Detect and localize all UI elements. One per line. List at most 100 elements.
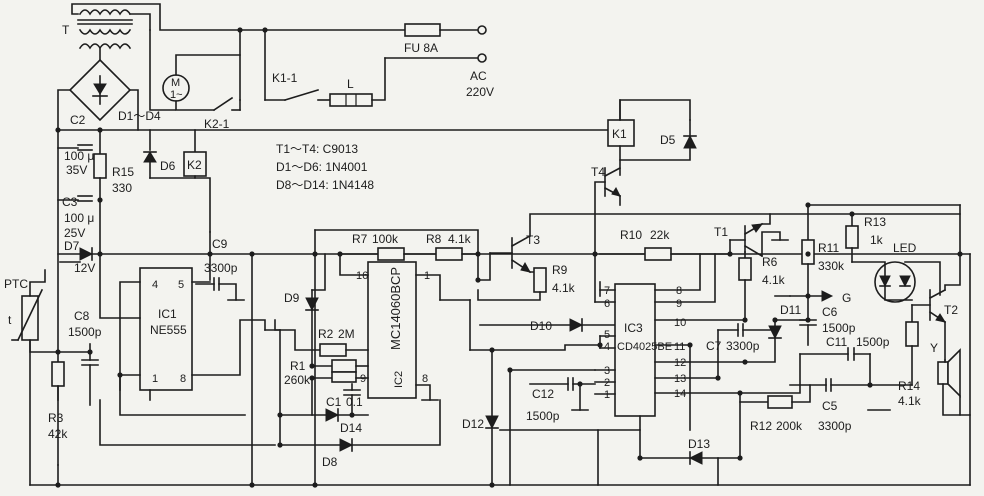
resistor-r3 <box>51 361 65 387</box>
label-ic3-pin4: 4 <box>604 341 610 353</box>
label-c6-value: 1500p <box>822 321 856 335</box>
label-m-sub: 1~ <box>170 89 183 101</box>
label-ic3-pin9: 9 <box>676 298 682 310</box>
label-r2-value: 2M <box>338 327 355 341</box>
label-c5: C5 <box>822 399 838 413</box>
bridge-rectifier <box>68 47 132 122</box>
label-c7: C7 <box>706 339 722 353</box>
label-ic2-pin1: 1 <box>424 270 430 282</box>
resistor-r10 <box>644 247 672 261</box>
label-d6: D6 <box>160 159 176 173</box>
label-ptc: PTC <box>4 277 28 291</box>
label-ne555: NE555 <box>150 323 187 337</box>
label-pin4: 4 <box>152 279 158 291</box>
label-m: M <box>171 77 180 89</box>
label-r6-value: 4.1k <box>762 273 786 287</box>
resistor-r1b <box>331 371 357 383</box>
label-r8: R8 <box>426 232 442 246</box>
label-r12: R12 <box>750 419 772 433</box>
transistor-t2 <box>911 204 961 361</box>
label-d1-d4: D1～D4 <box>118 109 161 123</box>
label-d14: D14 <box>340 421 362 435</box>
ac-terminal-top[interactable] <box>477 25 487 35</box>
label-c2-rating: 35V <box>66 163 87 177</box>
label-ic3-pin3: 3 <box>604 365 610 377</box>
label-r7: R7 <box>352 232 368 246</box>
label-r8-value: 4.1k <box>448 232 472 246</box>
label-ic3-pin11: 11 <box>674 341 685 353</box>
label-pin1: 1 <box>152 373 158 385</box>
label-r3-value: 42k <box>48 427 68 441</box>
label-ic3-pin10: 10 <box>674 317 686 329</box>
label-r6: R6 <box>762 255 778 269</box>
label-r7-value: 100k <box>372 232 399 246</box>
label-ic3-pin7: 7 <box>604 285 610 297</box>
resistor-r2 <box>319 343 347 357</box>
speaker-y <box>937 361 949 385</box>
transistor-t4 <box>594 166 622 255</box>
label-c11: C11 <box>826 335 847 349</box>
label-ic3-pin5: 5 <box>604 329 610 341</box>
label-r14-value: 4.1k <box>898 394 922 408</box>
fuse-fu <box>404 23 441 37</box>
label-c8: C8 <box>74 309 90 323</box>
label-d8: D8 <box>322 455 338 469</box>
label-ac: AC <box>470 69 487 83</box>
label-c2-value: 100 μ <box>64 149 94 163</box>
label-d7: D7 <box>64 239 80 253</box>
label-g: G <box>842 291 851 305</box>
label-r11: R11 <box>818 241 839 255</box>
label-t-symbol: t <box>8 313 12 327</box>
label-d9: D9 <box>284 291 300 305</box>
label-r11-value: 330k <box>818 259 845 273</box>
label-ic3-pin12: 12 <box>674 357 686 369</box>
label-r9-value: 4.1k <box>552 281 576 295</box>
label-y: Y <box>930 341 938 355</box>
label-r15: R15 <box>112 165 134 179</box>
label-ic3-part: CD4025BE <box>617 341 672 353</box>
label-ic3: IC3 <box>624 321 643 335</box>
label-c7-value: 3300p <box>726 339 760 353</box>
label-r1: R1 <box>290 359 306 373</box>
label-d11: D11 <box>780 303 801 317</box>
ic1-ne555 <box>139 267 193 391</box>
label-t1: T1 <box>714 225 728 239</box>
label-ic3-pin6: 6 <box>604 298 610 310</box>
label-r1-value: 260k <box>284 373 311 387</box>
label-ic3-pin2: 2 <box>604 377 610 389</box>
transistor-t3 <box>489 213 961 274</box>
label-d5: D5 <box>660 133 676 147</box>
label-r9: R9 <box>552 263 568 277</box>
ac-terminal-bottom[interactable] <box>477 53 487 63</box>
label-r14: R14 <box>898 379 920 393</box>
label-r15-value: 330 <box>112 181 132 195</box>
label-c2: C2 <box>70 113 86 127</box>
label-c1-value: 0.1 <box>346 395 363 409</box>
label-ic2-pin9: 9 <box>360 373 366 385</box>
relay-k1 <box>607 119 635 147</box>
label-c9: C9 <box>212 237 228 251</box>
resistor-r7 <box>377 247 405 261</box>
label-ic2-part: MC14060BCP <box>388 267 403 350</box>
label-c3-rating: 25V <box>64 226 85 240</box>
label-k1-1: K1-1 <box>272 71 298 85</box>
label-c9-value: 3300p <box>204 261 238 275</box>
label-r13: R13 <box>864 215 886 229</box>
label-d12: D12 <box>462 417 484 431</box>
resistor-r15 <box>93 153 107 179</box>
transistor-t1 <box>729 213 789 258</box>
label-ic3-pin13: 13 <box>674 373 686 385</box>
label-spec-diodes-1: D1～D6: 1N4001 <box>276 160 368 174</box>
label-r10-value: 22k <box>650 228 670 242</box>
label-r3: R3 <box>48 411 64 425</box>
label-c12-value: 1500p <box>526 409 560 423</box>
label-r2: R2 <box>318 327 334 341</box>
label-c1: C1 <box>326 395 342 409</box>
label-c12: C12 <box>532 387 554 401</box>
label-k2-1: K2-1 <box>204 117 230 131</box>
label-c11-value: 1500p <box>856 335 890 349</box>
load-l <box>329 93 373 107</box>
label-t2: T2 <box>944 303 958 317</box>
